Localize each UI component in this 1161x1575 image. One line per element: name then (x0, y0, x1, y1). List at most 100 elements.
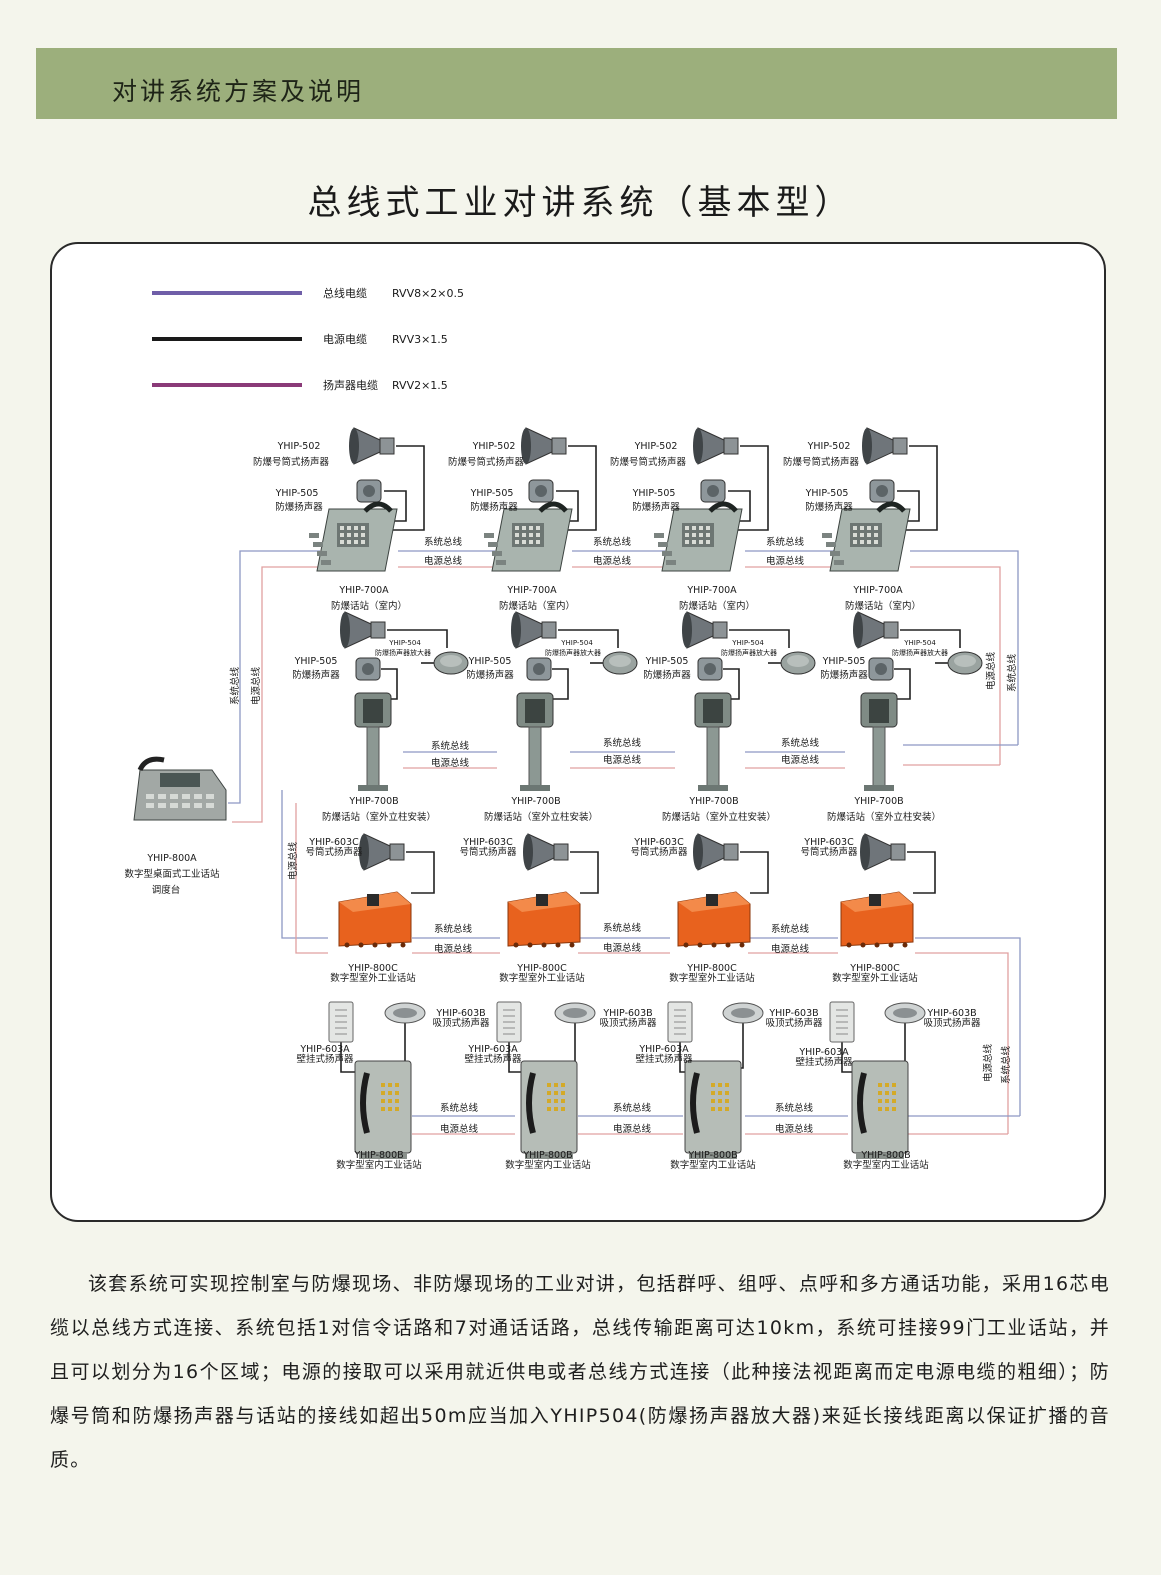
speaker-wire (723, 668, 740, 700)
diagram-label: YHIP-505 (632, 488, 676, 499)
speaker-wire (740, 851, 769, 894)
horn-speaker-icon (523, 833, 569, 871)
diagram-label: YHIP-603B (602, 1008, 652, 1019)
diagram-label: 防爆扬声器放大器 (545, 648, 601, 657)
band-title: 对讲系统方案及说明 (112, 77, 365, 106)
bus-line (915, 952, 1009, 1134)
legend-spec: RVV8×2×0.5 (392, 287, 464, 300)
power-bus-label: 电源总线 (603, 942, 642, 954)
diagram-label: YHIP-504 (731, 639, 764, 647)
diagram-label: YHIP-800B (860, 1150, 910, 1161)
sys-bus-label: 系统总线 (781, 737, 820, 749)
ex-speaker-icon (697, 657, 723, 681)
diagram-label: YHIP-504 (560, 639, 593, 647)
diagram-label: 防爆号筒式扬声器 (448, 456, 525, 468)
diagram-label: 防爆扬声器 (820, 669, 868, 681)
diagram-label: YHIP-603B (435, 1008, 485, 1019)
diagram-label: YHIP-800B (687, 1150, 737, 1161)
sys-bus-label: 系统总线 (431, 740, 470, 752)
bus-line (228, 550, 320, 804)
diagram-label: 号筒式扬声器 (800, 846, 858, 858)
description-text: 该套系统可实现控制室与防爆现场、非防爆现场的工业对讲，包括群呼、组呼、点呼和多方… (50, 1273, 1110, 1471)
indoor-station-icon (684, 1060, 742, 1159)
ex-speaker-icon (869, 479, 895, 503)
wall-speaker-icon (829, 1001, 855, 1043)
sys-bus-label: 系统总线 (613, 1102, 652, 1114)
speaker-wire (898, 445, 938, 531)
diagram-label: 防爆话站（室内） (499, 600, 575, 612)
sys-bus-label: 系统总线 (424, 536, 463, 548)
diagram-label: 防爆号筒式扬声器 (783, 456, 860, 468)
diagram-label: 吸顶式扬声器 (923, 1017, 981, 1029)
legend-label: 总线电缆 (323, 286, 367, 300)
diagram-label: YHIP-800C (516, 963, 567, 974)
power-bus-label: 电源总线 (613, 1123, 652, 1135)
diagram-label: YHIP-800C (347, 963, 398, 974)
bus-lines (228, 445, 1021, 1135)
diagram-label: 壁挂式扬声器 (795, 1056, 853, 1068)
diagram-label: YHIP-700A (338, 585, 389, 596)
ceiling-speaker-icon (554, 1002, 596, 1024)
speaker-wire (907, 851, 936, 894)
diagram-label: 防爆话站（室外立柱安装） (662, 811, 776, 823)
speaker-wire (552, 668, 569, 700)
ex-speaker-icon (356, 479, 382, 503)
outdoor-station-icon (840, 891, 914, 948)
diagram-label: 吸顶式扬声器 (765, 1017, 823, 1029)
diagram-label: YHIP-505 (294, 656, 338, 667)
diagram-label: 数字型室内工业话站 (505, 1159, 591, 1171)
outdoor-station-icon (507, 891, 581, 948)
horn-speaker-icon (693, 427, 739, 465)
diagram-label: YHIP-603C (803, 837, 854, 848)
ceiling-speaker-icon (384, 1002, 426, 1024)
diagram-label: 数字型室内工业话站 (336, 1159, 422, 1171)
ex-speaker-icon (355, 657, 381, 681)
wall-speaker-icon (496, 1001, 522, 1043)
ex-speaker-icon (868, 657, 894, 681)
diagram-label: YHIP-700A (506, 585, 557, 596)
speaker-amplifier-icon (780, 651, 816, 675)
horn-speaker-icon (521, 427, 567, 465)
diagram-label: 壁挂式扬声器 (296, 1053, 354, 1065)
diagram-label: YHIP-700A (852, 585, 903, 596)
speaker-wire (679, 1042, 685, 1073)
diagram-labels: 系统总线电源总线系统总线电源总线系统总线电源总线系统总线电源总线系统总线电源总线… (124, 441, 1018, 1171)
power-bus-label: 电源总线 (431, 757, 470, 769)
sys-bus-label: 系统总线 (229, 666, 241, 705)
diagram-label: 防爆扬声器 (805, 501, 853, 513)
diagram-label: 防爆话站（室外立柱安装） (322, 811, 436, 823)
diagram-label: YHIP-505 (822, 656, 866, 667)
speaker-amplifier-icon (947, 651, 983, 675)
sys-bus-label: 系统总线 (775, 1102, 814, 1114)
bus-line (910, 550, 1019, 745)
description: 该套系统可实现控制室与防爆现场、非防爆现场的工业对讲，包括群呼、组呼、点呼和多方… (50, 1262, 1110, 1482)
diagram-label: YHIP-603C (633, 837, 684, 848)
diagram-frame (50, 242, 1106, 1222)
sys-bus-label: 系统总线 (434, 923, 473, 935)
indoor-station-icon (851, 1060, 909, 1159)
wall-speaker-icon (328, 1001, 354, 1043)
ceiling-speaker-icon (722, 1002, 764, 1024)
speaker-wire (508, 1042, 521, 1073)
diagram-label: 防爆话站（室内） (331, 600, 407, 612)
diagram-label: YHIP-800C (686, 963, 737, 974)
ex-speaker-icon (526, 657, 552, 681)
diagram-label: YHIP-502 (634, 441, 678, 452)
speaker-wire (406, 851, 435, 894)
power-bus-label: 电源总线 (771, 943, 810, 955)
sys-bus-label: 系统总线 (1006, 653, 1018, 692)
speaker-amplifier-icon (602, 651, 638, 675)
legend-spec: RVV2×1.5 (392, 379, 448, 392)
power-bus-label: 电源总线 (287, 841, 299, 880)
bus-line (295, 803, 328, 954)
power-bus-label: 电源总线 (766, 555, 805, 567)
speaker-wire (558, 629, 619, 648)
diagram-label: YHIP-800B (353, 1150, 403, 1161)
bus-line (232, 566, 320, 823)
power-bus-label: 电源总线 (781, 754, 820, 766)
horn-speaker-icon (860, 833, 906, 871)
pillar-station-icon (694, 692, 732, 791)
diagram-label: 防爆扬声器放大器 (721, 648, 777, 657)
sys-bus-label: 系统总线 (771, 923, 810, 935)
